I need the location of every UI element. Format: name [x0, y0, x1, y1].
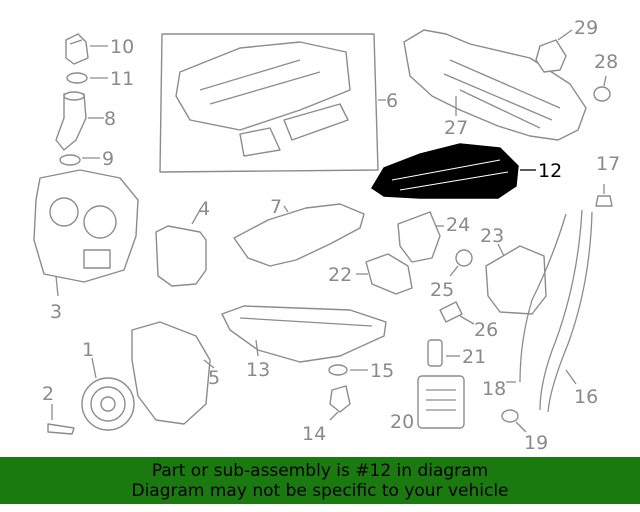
part-1-crank-pulley [81, 377, 135, 431]
leader-4 [191, 209, 201, 225]
callout-12: 12 [538, 160, 562, 182]
callout-11: 11 [110, 68, 134, 90]
part-21-sensor [427, 339, 443, 367]
leader-28 [603, 75, 607, 87]
leader-5 [203, 359, 215, 369]
leader-26 [459, 315, 475, 325]
banner-line-1: Part or sub-assembly is #12 in diagram [151, 461, 489, 481]
part-28-plug [593, 86, 611, 102]
leader-1 [91, 357, 97, 379]
part-25-seal [455, 249, 473, 267]
part-3-front-cover [33, 169, 139, 283]
part-22-cover [365, 253, 413, 295]
part-13-oil-pan [221, 305, 387, 363]
leader-23 [497, 243, 505, 257]
part-19-o-ring [501, 409, 519, 423]
part-12-baffle-highlighted [371, 143, 519, 199]
callout-25: 25 [430, 279, 454, 301]
banner-line-2: Diagram may not be specific to your vehi… [131, 481, 509, 501]
callout-29: 29 [574, 17, 598, 39]
part-16-dipstick-tube [539, 209, 593, 413]
leader-29 [557, 29, 573, 41]
part-11-o-ring [66, 72, 88, 84]
callout-15: 15 [370, 360, 394, 382]
callout-6: 6 [386, 90, 398, 112]
callout-1: 1 [82, 339, 94, 361]
part-8-filler-tube [55, 91, 87, 151]
part-27-intake-manifold [403, 29, 587, 141]
part-7-windage-tray [233, 203, 365, 267]
callout-21: 21 [462, 346, 486, 368]
callout-5: 5 [208, 367, 220, 389]
callout-14: 14 [302, 423, 326, 445]
callout-16: 16 [574, 386, 598, 408]
parts-diagram: 10 11 8 9 3 4 6 27 29 [33, 17, 620, 454]
part-17-bolt [595, 195, 613, 207]
callout-28: 28 [594, 51, 618, 73]
leader-16 [565, 369, 577, 385]
callout-24: 24 [446, 214, 470, 236]
leader-13 [255, 339, 259, 357]
leader-19 [515, 421, 527, 433]
part-29-gasket [535, 39, 567, 73]
part-2-bolt [47, 423, 75, 435]
callout-3: 3 [50, 301, 62, 323]
callout-26: 26 [474, 319, 498, 341]
callout-27: 27 [444, 117, 468, 139]
leader-25 [449, 265, 459, 277]
part-15-washer [328, 364, 348, 376]
part-5-timing-cover [131, 321, 211, 425]
callout-10: 10 [110, 36, 134, 58]
leader-3 [55, 275, 59, 297]
part-9-o-ring [59, 154, 81, 166]
callout-19: 19 [524, 432, 548, 454]
callout-13: 13 [246, 359, 270, 381]
callout-23: 23 [480, 225, 504, 247]
callout-18: 18 [482, 378, 506, 400]
leader-14 [329, 411, 339, 421]
part-6-cylinder-head [159, 33, 379, 173]
part-10-oil-cap [65, 33, 89, 65]
part-4-gasket [155, 225, 207, 287]
info-banner: Part or sub-assembly is #12 in diagram D… [0, 457, 640, 504]
part-24-bracket [397, 211, 441, 263]
callout-7: 7 [270, 196, 282, 218]
leader-7 [283, 205, 289, 213]
callout-20: 20 [390, 411, 414, 433]
callout-22: 22 [328, 264, 352, 286]
callout-9: 9 [102, 148, 114, 170]
part-23-bracket [485, 245, 547, 315]
part-26-sensor [439, 301, 463, 323]
part-14-drain-plug [329, 385, 351, 413]
callout-8: 8 [104, 108, 116, 130]
callout-2: 2 [42, 383, 54, 405]
callout-4: 4 [198, 198, 210, 220]
callout-17: 17 [596, 153, 620, 175]
part-20-control-module [417, 375, 465, 429]
part-18-dipstick [519, 213, 567, 383]
